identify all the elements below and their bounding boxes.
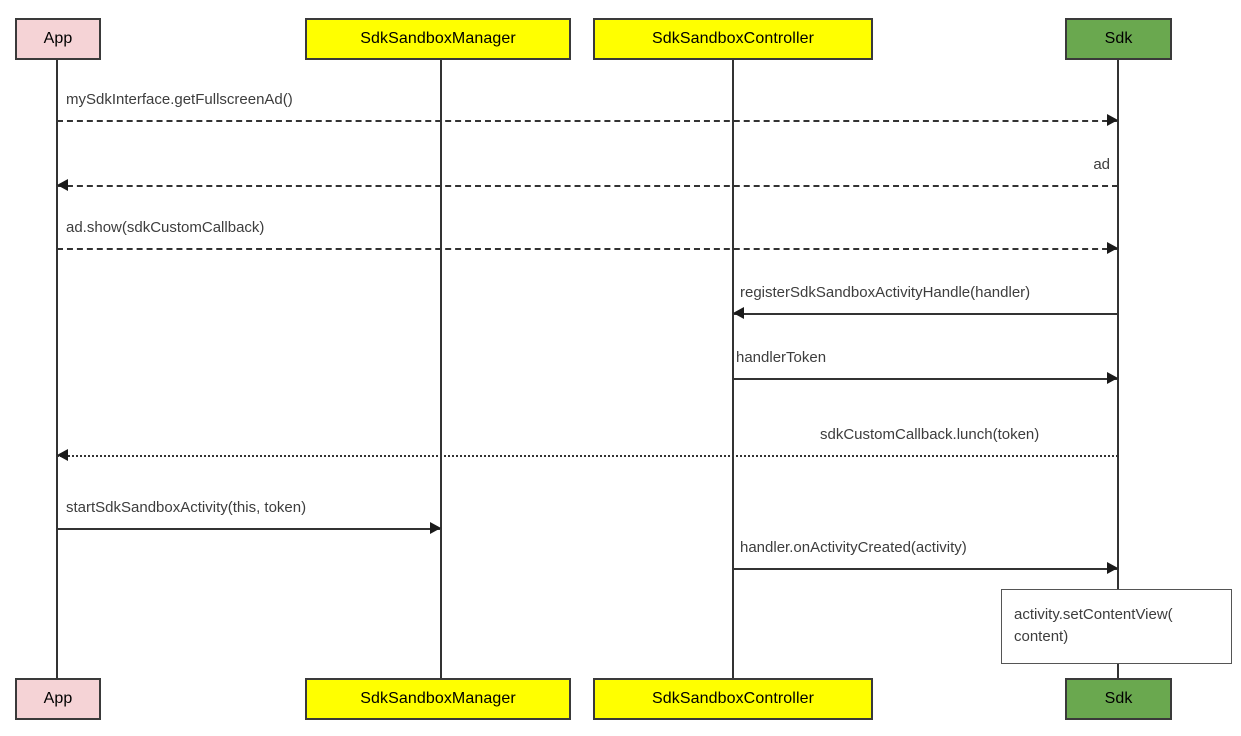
note-line-1: activity.setContentView( [1014, 606, 1173, 623]
lifeline-app [56, 60, 58, 678]
arrowhead-m4 [733, 307, 744, 319]
message-line-m7 [57, 528, 441, 530]
participant-header-app[interactable]: App [15, 18, 101, 60]
message-label-m1: mySdkInterface.getFullscreenAd() [66, 91, 293, 108]
message-label-m3: ad.show(sdkCustomCallback) [66, 219, 265, 236]
message-line-m1 [57, 120, 1118, 122]
arrowhead-m6 [57, 449, 68, 461]
participant-footer-manager[interactable]: SdkSandboxManager [305, 678, 571, 720]
arrowhead-m7 [430, 522, 441, 534]
note-activity-setcontentview: activity.setContentView( content) [1001, 589, 1232, 664]
arrowhead-m2 [57, 179, 68, 191]
message-line-m6 [57, 455, 1118, 457]
arrowhead-m1 [1107, 114, 1118, 126]
message-line-m4 [733, 313, 1118, 315]
message-line-m5 [733, 378, 1118, 380]
message-line-m3 [57, 248, 1118, 250]
participant-footer-controller[interactable]: SdkSandboxController [593, 678, 873, 720]
participant-label: SdkSandboxManager [360, 690, 516, 707]
participant-header-controller[interactable]: SdkSandboxController [593, 18, 873, 60]
participant-header-manager[interactable]: SdkSandboxManager [305, 18, 571, 60]
message-label-m7: startSdkSandboxActivity(this, token) [66, 499, 307, 516]
lifeline-manager [440, 60, 442, 678]
message-label-m4: registerSdkSandboxActivityHandle(handler… [740, 284, 1031, 301]
participant-label: SdkSandboxController [651, 30, 815, 47]
participant-label: App [43, 690, 73, 707]
message-label-m2: ad [1093, 156, 1110, 173]
participant-label: SdkSandboxManager [360, 30, 516, 47]
participant-footer-sdk[interactable]: Sdk [1065, 678, 1172, 720]
arrowhead-m5 [1107, 372, 1118, 384]
message-label-m5: handlerToken [736, 349, 827, 366]
message-label-m8: handler.onActivityCreated(activity) [740, 539, 967, 556]
note-line-2: content) [1014, 627, 1069, 645]
lifeline-controller [732, 60, 734, 678]
participant-label: Sdk [1104, 690, 1133, 707]
participant-label: App [43, 30, 73, 47]
arrowhead-m3 [1107, 242, 1118, 254]
message-label-m6: sdkCustomCallback.lunch(token) [820, 426, 1040, 443]
message-line-m2 [57, 185, 1118, 187]
participant-label: Sdk [1104, 30, 1133, 47]
participant-label: SdkSandboxController [651, 690, 815, 707]
arrowhead-m8 [1107, 562, 1118, 574]
participant-header-sdk[interactable]: Sdk [1065, 18, 1172, 60]
participant-footer-app[interactable]: App [15, 678, 101, 720]
lifeline-sdk [1117, 60, 1119, 678]
message-line-m8 [733, 568, 1118, 570]
